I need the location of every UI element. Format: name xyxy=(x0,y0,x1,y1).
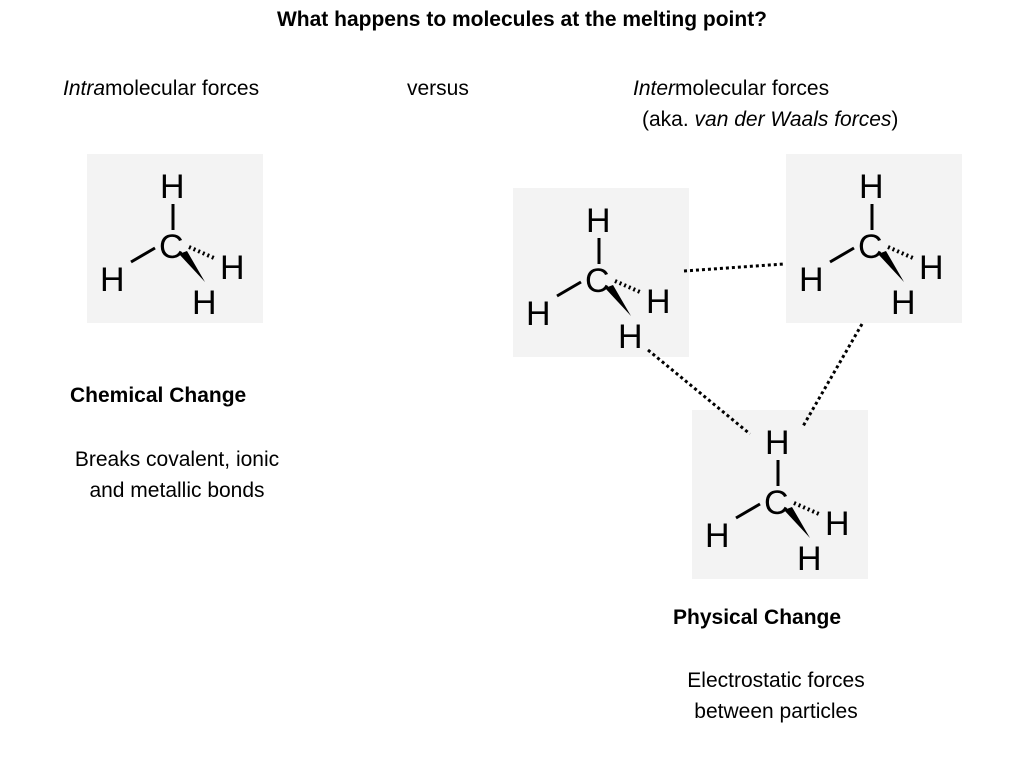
h-atom-top: H xyxy=(765,424,790,462)
h-atom-bottom: H xyxy=(192,284,217,322)
methane-structure-icon: H C H H H xyxy=(526,202,671,356)
methane-molecule-intra: H C H H H xyxy=(87,154,263,323)
aka-prefix: (aka. xyxy=(642,108,695,131)
h-atom-bottom: H xyxy=(797,540,822,578)
methane-structure-icon: H C H H H xyxy=(100,168,245,322)
h-atom-left: H xyxy=(705,517,730,555)
slide-title: What happens to molecules at the melting… xyxy=(276,8,768,31)
h-atom-top: H xyxy=(586,202,611,240)
h-atom-right: H xyxy=(825,505,850,543)
methane-molecule-inter-3: H C H H H xyxy=(692,410,868,579)
intra-prefix: Intra xyxy=(63,77,106,100)
physical-desc-line-1: Electrostatic forces xyxy=(687,669,865,692)
h-atom-right: H xyxy=(220,249,245,287)
c-atom: C xyxy=(159,228,184,266)
c-atom: C xyxy=(585,262,610,300)
van-der-waals-note: (aka. van der Waals forces) xyxy=(642,108,898,132)
h-atom-right: H xyxy=(646,283,671,321)
methane-structure-icon: H C H H H xyxy=(705,424,850,578)
h-atom-left: H xyxy=(799,261,824,299)
chemical-desc-line-2: and metallic bonds xyxy=(89,479,265,502)
chemical-desc-line-1: Breaks covalent, ionic xyxy=(74,448,280,471)
c-atom: C xyxy=(764,484,789,522)
versus-label: versus xyxy=(407,77,469,100)
intermolecular-heading: Intermolecular forces xyxy=(633,77,829,101)
physical-change-description: Electrostatic forces between particles xyxy=(650,665,902,727)
h-atom-bottom: H xyxy=(891,284,916,322)
physical-desc-line-2: between particles xyxy=(694,700,858,723)
aka-suffix: ) xyxy=(891,108,899,131)
h-atom-right: H xyxy=(919,249,944,287)
chemical-change-description: Breaks covalent, ionic and metallic bond… xyxy=(40,444,314,506)
methane-molecule-inter-2: H C H H H xyxy=(786,154,962,323)
aka-italic: van der Waals forces xyxy=(694,108,892,131)
physical-change-title: Physical Change xyxy=(673,606,842,629)
inter-prefix: Inter xyxy=(633,77,676,100)
interaction-line-top xyxy=(683,262,785,273)
inter-rest: molecular forces xyxy=(675,77,830,100)
methane-structure-icon: H C H H H xyxy=(799,168,944,322)
h-atom-left: H xyxy=(100,261,125,299)
methane-molecule-inter-1: H C H H H xyxy=(513,188,689,357)
h-atom-top: H xyxy=(859,168,884,206)
c-atom: C xyxy=(858,228,883,266)
h-atom-top: H xyxy=(160,168,185,206)
h-atom-bottom: H xyxy=(618,318,643,356)
intramolecular-heading: Intramolecular forces xyxy=(63,77,259,101)
chemical-change-title: Chemical Change xyxy=(70,384,247,407)
intra-rest: molecular forces xyxy=(105,77,260,100)
h-atom-left: H xyxy=(526,295,551,333)
